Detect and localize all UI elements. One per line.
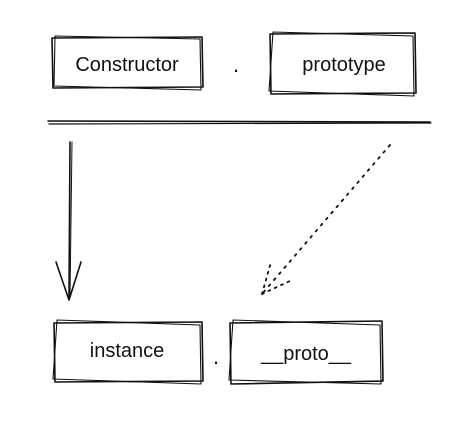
- prototype-box: prototype: [268, 31, 417, 97]
- top-dot-separator: .: [233, 52, 239, 77]
- constructor-label: Constructor: [75, 54, 179, 76]
- bottom-dot-separator: .: [213, 344, 219, 369]
- divider-line: [47, 120, 432, 125]
- proto-label: __proto__: [260, 343, 352, 365]
- new-instance-arrow: [55, 141, 82, 301]
- instance-label: instance: [90, 340, 165, 362]
- proto-box: __proto__: [228, 319, 384, 385]
- instance-box: instance: [52, 319, 204, 385]
- constructor-box: Constructor: [51, 35, 204, 91]
- proto-link-arrow: [261, 144, 391, 295]
- prototype-label: prototype: [302, 54, 385, 76]
